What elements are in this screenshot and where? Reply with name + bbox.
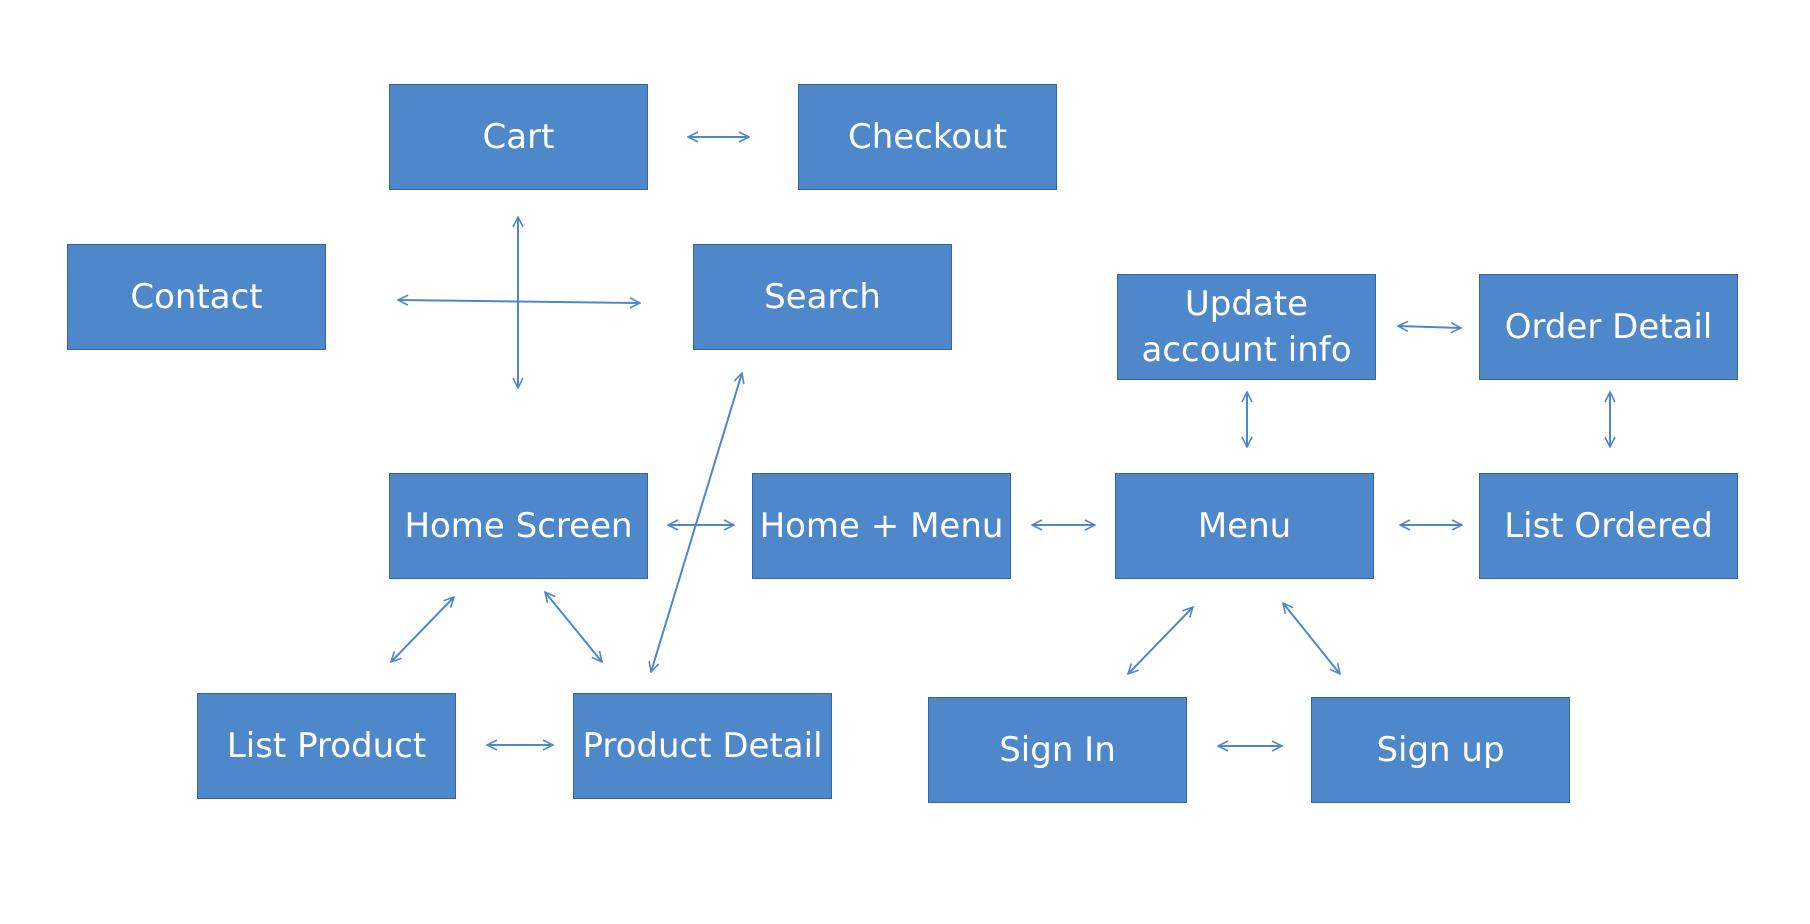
node-update-account-info-label: Update account info (1141, 284, 1352, 370)
node-list-product-label: List Product (226, 726, 427, 766)
node-sign-in-label: Sign In (999, 730, 1116, 770)
node-cart: Cart (389, 84, 648, 190)
node-search-label: Search (764, 277, 881, 317)
node-order-detail-label: Order Detail (1504, 307, 1713, 347)
edge-update-account-order-detail (1398, 326, 1461, 328)
node-list-product: List Product (197, 693, 456, 799)
node-product-detail-label: Product Detail (582, 726, 823, 766)
node-product-detail: Product Detail (573, 693, 832, 799)
node-order-detail: Order Detail (1479, 274, 1738, 380)
node-home-menu-label: Home + Menu (759, 506, 1004, 546)
node-search: Search (693, 244, 952, 350)
node-home-screen-label: Home Screen (404, 506, 633, 546)
node-contact: Contact (67, 244, 326, 350)
node-menu: Menu (1115, 473, 1374, 579)
edge-home-screen-product-detail (545, 592, 602, 662)
node-home-menu: Home + Menu (752, 473, 1011, 579)
node-contact-label: Contact (130, 277, 263, 317)
node-sign-up-label: Sign up (1376, 730, 1505, 770)
edge-menu-sign-in (1128, 607, 1193, 674)
node-checkout-label: Checkout (847, 117, 1008, 157)
node-checkout: Checkout (798, 84, 1057, 190)
node-sign-up: Sign up (1311, 697, 1570, 803)
edge-product-detail-search (651, 373, 742, 672)
node-sign-in: Sign In (928, 697, 1187, 803)
node-cart-label: Cart (482, 117, 555, 157)
edge-home-screen-list-product (391, 597, 454, 662)
edge-menu-sign-up (1283, 603, 1340, 674)
node-list-ordered-label: List Ordered (1504, 506, 1713, 546)
node-update-account-info: Update account info (1117, 274, 1376, 380)
node-list-ordered: List Ordered (1479, 473, 1738, 579)
node-home-screen: Home Screen (389, 473, 648, 579)
node-menu-label: Menu (1197, 506, 1292, 546)
